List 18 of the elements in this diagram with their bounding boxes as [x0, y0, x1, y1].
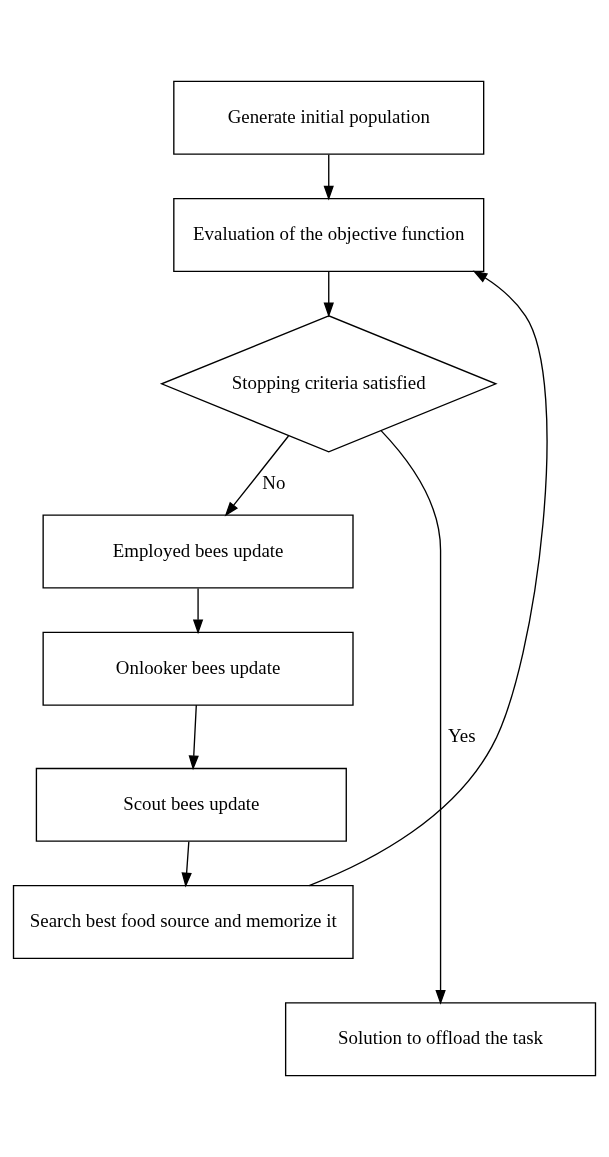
arrow	[188, 704, 199, 771]
node-box: Onlooker bees update	[42, 631, 354, 706]
node-diamond: Stopping criteria satisfied	[159, 315, 498, 453]
node-box: Scout bees update	[35, 767, 347, 842]
node-box: Evaluation of the objective function	[173, 197, 485, 272]
arrow	[323, 154, 334, 201]
edge-label: No	[262, 471, 286, 493]
arrow	[308, 270, 548, 887]
node-box: Search best food source and memorize it	[12, 885, 354, 960]
node-box: Employed bees update	[42, 514, 354, 589]
node-box: Generate initial population	[173, 80, 485, 155]
arrow	[192, 587, 204, 635]
arrow	[224, 435, 290, 517]
arrow	[323, 271, 334, 318]
node-box: Solution to offload the task	[284, 1002, 597, 1077]
arrow	[380, 429, 446, 1005]
edge-label: Yes	[448, 724, 476, 746]
arrow	[181, 841, 192, 888]
